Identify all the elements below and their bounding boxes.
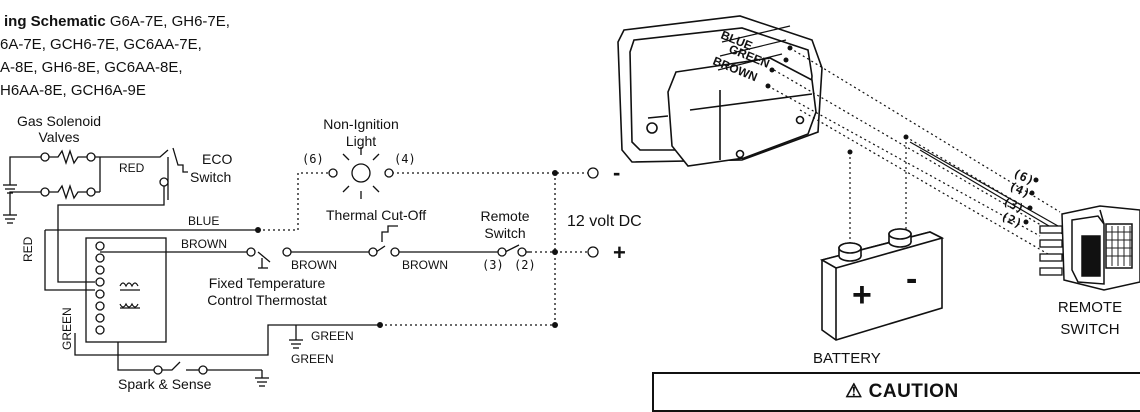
remote-switch-label-2: Switch	[484, 225, 525, 241]
wire-brown-label-3: BROWN	[402, 258, 448, 272]
gas-solenoid-label-2: Valves	[39, 129, 80, 145]
eco-label: ECO	[202, 151, 232, 167]
negative-terminal-label: -	[613, 160, 620, 185]
title-models-line-3: A-8E, GH6-8E, GC6AA-8E,	[0, 59, 183, 76]
remote-label: REMOTE	[1058, 299, 1122, 316]
switch-pin-3: (3)	[482, 258, 504, 272]
switch-label: SWITCH	[1060, 321, 1119, 338]
remote-switch-illustration	[1061, 205, 1140, 291]
title-models-line-4: H6AA-8E, GCH6A-9E	[0, 82, 146, 99]
wire-blue-label: BLUE	[188, 214, 219, 228]
thermal-cutoff-label: Thermal Cut-Off	[326, 207, 426, 223]
fixed-temp-label-1: Fixed Temperature	[209, 275, 326, 291]
remote-switch-label-1: Remote	[480, 208, 529, 224]
wire-green-label: GREEN	[311, 329, 354, 343]
terminals	[40, 152, 599, 375]
battery-plus: +	[852, 276, 872, 314]
light-bulb-icon	[342, 147, 380, 199]
fixed-temp-label-2: Control Thermostat	[207, 292, 327, 308]
non-ignition-label-1: Non-Ignition	[323, 116, 399, 132]
caution-label: CAUTION	[868, 381, 959, 402]
battery-label: BATTERY	[813, 350, 881, 367]
non-ignition-label-2: Light	[346, 133, 376, 149]
wire-brown-label: BROWN	[181, 237, 227, 251]
wire-green-vertical-label: GREEN	[60, 307, 74, 350]
caution-heading: ⚠ CAUTION	[654, 380, 1140, 403]
control-module	[617, 15, 823, 167]
switch-pin-2: (2)	[514, 258, 536, 272]
switch-terminals	[1039, 225, 1063, 276]
caution-box: ⚠ CAUTION	[652, 372, 1140, 412]
positive-terminal-label: +	[613, 240, 626, 265]
module-wires	[717, 25, 791, 71]
diagram-title: ing Schematic G6A-7E, GH6-7E,	[4, 13, 230, 30]
light-pin-6: (6)	[302, 152, 324, 166]
wire-green-label-2: GREEN	[291, 352, 334, 366]
switch-grid	[1106, 226, 1132, 266]
battery-minus: -	[906, 260, 917, 298]
eco-switch-label: Switch	[190, 169, 231, 185]
light-pin-4: (4)	[394, 152, 416, 166]
wire-brown-label-2: BROWN	[291, 258, 337, 272]
wiring-diagram: ing Schematic G6A-7E, GH6-7E, 6A-7E, GCH…	[0, 13, 1140, 392]
warning-triangle-icon: ⚠	[845, 381, 863, 402]
harness-dotted-wires	[767, 47, 1061, 255]
spark-sense-label: Spark & Sense	[118, 376, 212, 392]
voltage-label: 12 volt DC	[567, 213, 642, 230]
spark-coil	[119, 282, 139, 308]
battery-illustration	[819, 228, 945, 341]
harness-junctions	[765, 45, 1039, 225]
title-models-line-2: 6A-7E, GCH6-7E, GC6AA-7E,	[0, 36, 202, 53]
harness-solid-wires	[909, 141, 1067, 237]
schematic-wires	[3, 147, 530, 387]
junction-dots	[255, 170, 558, 328]
gas-solenoid-label-1: Gas Solenoid	[17, 113, 101, 129]
wire-red-vertical-label: RED	[21, 236, 35, 262]
wire-red-label: RED	[119, 161, 145, 175]
